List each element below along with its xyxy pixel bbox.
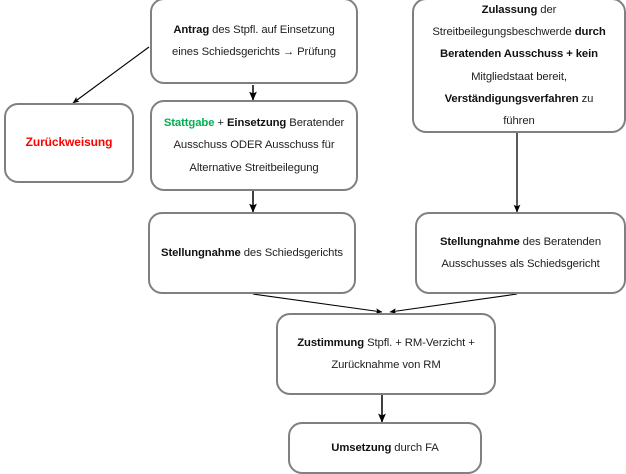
node-antrag-text: Antrag des Stpfl. auf Einsetzung eines S… (172, 19, 336, 63)
node-zustimmung-keyword: Zustimmung (297, 336, 365, 349)
node-zustimmung[interactable]: Zustimmung Stpfl. + RM-Verzicht + Zurück… (276, 313, 496, 395)
node-stellungnahme-schiedsgericht-text: Stellungnahme des Schiedsgerichts (161, 242, 343, 264)
node-stellungnahme-schiedsgericht-keyword: Stellungnahme (161, 246, 241, 259)
node-stattgabe-keyword: Stattgabe (163, 117, 215, 130)
node-zulassung-line2-rest: Streitbeilegungsbeschwerde (432, 26, 575, 39)
node-zulassung-line5-bold: Verständigungsverfahren (444, 92, 579, 105)
node-antrag-line1-rest: des Stpfl. auf Einsetzung (209, 23, 335, 36)
node-antrag-keyword: Antrag (173, 23, 210, 36)
node-stattgabe-line3: Alternative Streitbeilegung (189, 161, 319, 174)
node-zulassung-line1-rest: der (537, 4, 557, 17)
node-antrag-line2: eines Schiedsgerichts → Prüfung (172, 46, 336, 58)
node-stellungnahme-schiedsgericht[interactable]: Stellungnahme des Schiedsgerichts (148, 212, 356, 294)
node-stellungnahme-beratender-ausschuss-rest: des Beratenden (519, 235, 602, 248)
node-stellungnahme-beratender-ausschuss-line2: Ausschusses als Schiedsgericht (441, 258, 600, 270)
node-stellungnahme-beratender-ausschuss[interactable]: Stellungnahme des Beratenden Ausschusses… (415, 212, 626, 294)
node-zustimmung-text: Zustimmung Stpfl. + RM-Verzicht + Zurück… (297, 332, 475, 376)
node-zurueckweisung-text: Zurückweisung (26, 131, 113, 154)
node-stattgabe-line1-rest: Beratender (286, 117, 345, 130)
node-zulassung-line2-bold: durch (574, 26, 606, 39)
node-zulassung-text: Zulassung der Streitbeilegungsbeschwerde… (432, 0, 605, 132)
node-umsetzung[interactable]: Umsetzung durch FA (288, 422, 482, 474)
node-stattgabe-line2: Ausschuss ODER Ausschuss für (173, 139, 335, 152)
node-zulassung-line6: führen (503, 114, 535, 127)
node-zurueckweisung-label: Zurückweisung (25, 135, 113, 150)
node-zulassung[interactable]: Zulassung der Streitbeilegungsbeschwerde… (412, 0, 626, 133)
node-stellungnahme-beratender-ausschuss-keyword: Stellungnahme (439, 235, 520, 248)
node-zulassung-line3-bold: Beratenden Ausschuss + kein (440, 48, 598, 61)
node-umsetzung-keyword: Umsetzung (331, 441, 392, 454)
node-zulassung-keyword: Zulassung (481, 4, 538, 17)
node-zulassung-line4: Mitgliedstaat bereit, (471, 70, 567, 83)
arrow-antrag-to-zurueckweisung (72, 46, 150, 104)
node-stellungnahme-beratender-ausschuss-text: Stellungnahme des Beratenden Ausschusses… (440, 231, 601, 275)
node-antrag[interactable]: Antrag des Stpfl. auf Einsetzung eines S… (150, 0, 358, 84)
node-zustimmung-line2: Zurücknahme von RM (331, 359, 441, 371)
node-zurueckweisung[interactable]: Zurückweisung (4, 103, 134, 183)
node-stattgabe-line1-bold: Einsetzung (226, 117, 287, 130)
node-stattgabe-line1-mid: + (214, 117, 227, 130)
node-stellungnahme-schiedsgericht-rest: des Schiedsgerichts (240, 246, 343, 259)
arrow-stellungnahme-beratender-ausschuss-to-zustimmung (389, 293, 518, 314)
node-stattgabe-text: Stattgabe + Einsetzung Beratender Aussch… (164, 112, 344, 178)
node-zulassung-line5-rest: zu (578, 92, 594, 105)
node-stattgabe[interactable]: Stattgabe + Einsetzung Beratender Aussch… (150, 100, 358, 191)
node-zustimmung-line1-rest: Stpfl. + RM-Verzicht + (364, 336, 475, 349)
node-umsetzung-text: Umsetzung durch FA (331, 437, 439, 459)
node-umsetzung-line1-rest: durch FA (391, 441, 439, 454)
arrow-stellungnahme-schiedsgericht-to-zustimmung (252, 293, 383, 314)
